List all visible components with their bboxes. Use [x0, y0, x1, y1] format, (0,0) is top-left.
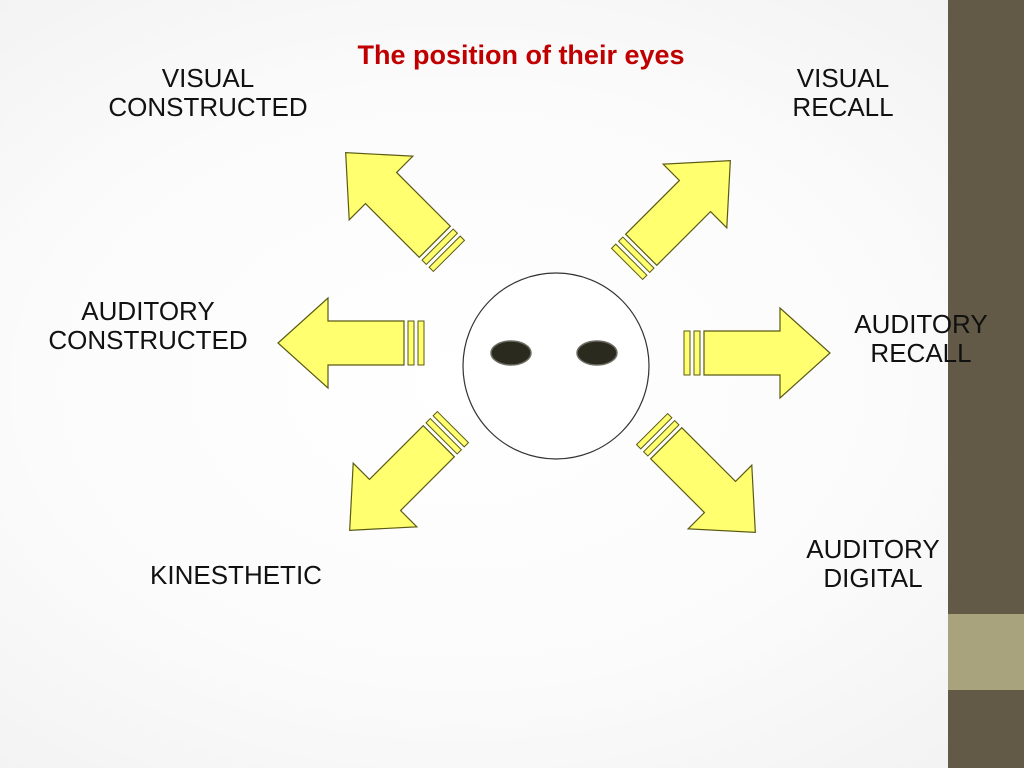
arrow-auditory-digital-shape [649, 426, 756, 533]
arrow-auditory-constructed-tail-stripe [417, 320, 425, 366]
sidebar-accent-block [948, 614, 1024, 690]
arrow-auditory-digital-tail-stripe [635, 412, 673, 450]
label-kinesthetic: KINESTHETIC [110, 561, 362, 590]
arrow-auditory-constructed-tail-stripe [407, 320, 415, 366]
arrow-auditory-digital [635, 412, 756, 533]
label-line: RECALL [792, 92, 894, 122]
right-pupil [576, 340, 618, 366]
arrow-visual-recall-tail-stripe [610, 243, 648, 281]
label-line: AUDITORY [81, 296, 215, 326]
direction-arrows [277, 152, 831, 533]
label-line: AUDITORY [854, 309, 988, 339]
label-line: VISUAL [161, 63, 255, 93]
face-circle [462, 272, 650, 460]
arrow-auditory-recall [683, 306, 831, 400]
label-line: DIGITAL [823, 563, 923, 593]
arrow-visual-constructed-tail-stripe [421, 228, 459, 266]
arrow-visual-recall-shape [624, 160, 731, 267]
label-line: RECALL [870, 338, 972, 368]
left-pupil [490, 340, 532, 366]
arrow-kinesthetic-tail-stripe [425, 417, 463, 455]
arrow-kinesthetic [349, 410, 470, 531]
slide-title: The position of their eyes [357, 40, 685, 70]
arrow-auditory-constructed [277, 296, 425, 390]
label-line: CONSTRUCTED [108, 92, 308, 122]
label-visual-constructed: VISUAL CONSTRUCTED [70, 64, 346, 122]
arrow-visual-recall [610, 160, 731, 281]
label-auditory-recall: AUDITORY RECALL [826, 310, 1016, 368]
label-auditory-constructed: AUDITORY CONSTRUCTED [14, 297, 282, 355]
arrow-visual-constructed [345, 152, 466, 273]
arrow-auditory-constructed-shape [277, 296, 405, 390]
label-line: CONSTRUCTED [48, 325, 248, 355]
arrow-kinesthetic-tail-stripe [432, 410, 470, 448]
arrow-auditory-recall-tail-stripe [683, 330, 691, 376]
arrow-auditory-recall-tail-stripe [693, 330, 701, 376]
label-line: KINESTHETIC [150, 560, 322, 590]
arrow-visual-constructed-shape [345, 152, 452, 259]
arrow-kinesthetic-shape [349, 424, 456, 531]
arrow-visual-constructed-tail-stripe [428, 235, 466, 273]
label-auditory-digital: AUDITORY DIGITAL [776, 535, 970, 593]
label-line: AUDITORY [806, 534, 940, 564]
label-visual-recall: VISUAL RECALL [758, 64, 928, 122]
arrow-auditory-recall-shape [703, 306, 831, 400]
arrow-visual-recall-tail-stripe [617, 236, 655, 274]
label-line: VISUAL [796, 63, 890, 93]
arrow-auditory-digital-tail-stripe [642, 419, 680, 457]
face [462, 272, 650, 460]
